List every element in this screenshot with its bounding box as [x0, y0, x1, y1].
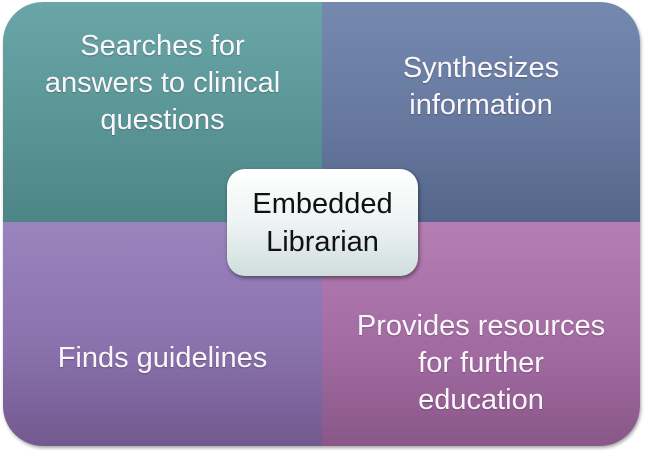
quadrant-label-line: Synthesizes	[402, 52, 560, 84]
quadrant-label: Synthesizes information	[322, 50, 640, 124]
quadrant-label-line: Provides resources	[356, 310, 606, 342]
quadrant-label-line: education	[418, 384, 544, 416]
quadrant-searches-for-answers: Searches for answers to clinical questio…	[3, 2, 322, 222]
quadrant-label-line: for further	[418, 347, 544, 379]
quadrant-label-line: Finds guidelines	[57, 342, 268, 374]
quadrant-label-line: answers to clinical	[44, 67, 281, 99]
quadrant-label-line: information	[409, 89, 553, 121]
center-label-line: Embedded	[252, 187, 393, 220]
center-node-embedded-librarian: Embedded Librarian	[227, 169, 418, 276]
quadrant-label: Provides resources for further education	[322, 308, 640, 419]
center-label-line: Librarian	[266, 225, 379, 258]
quadrant-label: Searches for answers to clinical questio…	[3, 28, 322, 139]
quadrant-label: Finds guidelines	[3, 340, 322, 377]
quadrant-label-line: Searches for	[80, 30, 245, 62]
quadrant-label-line: questions	[100, 104, 225, 136]
